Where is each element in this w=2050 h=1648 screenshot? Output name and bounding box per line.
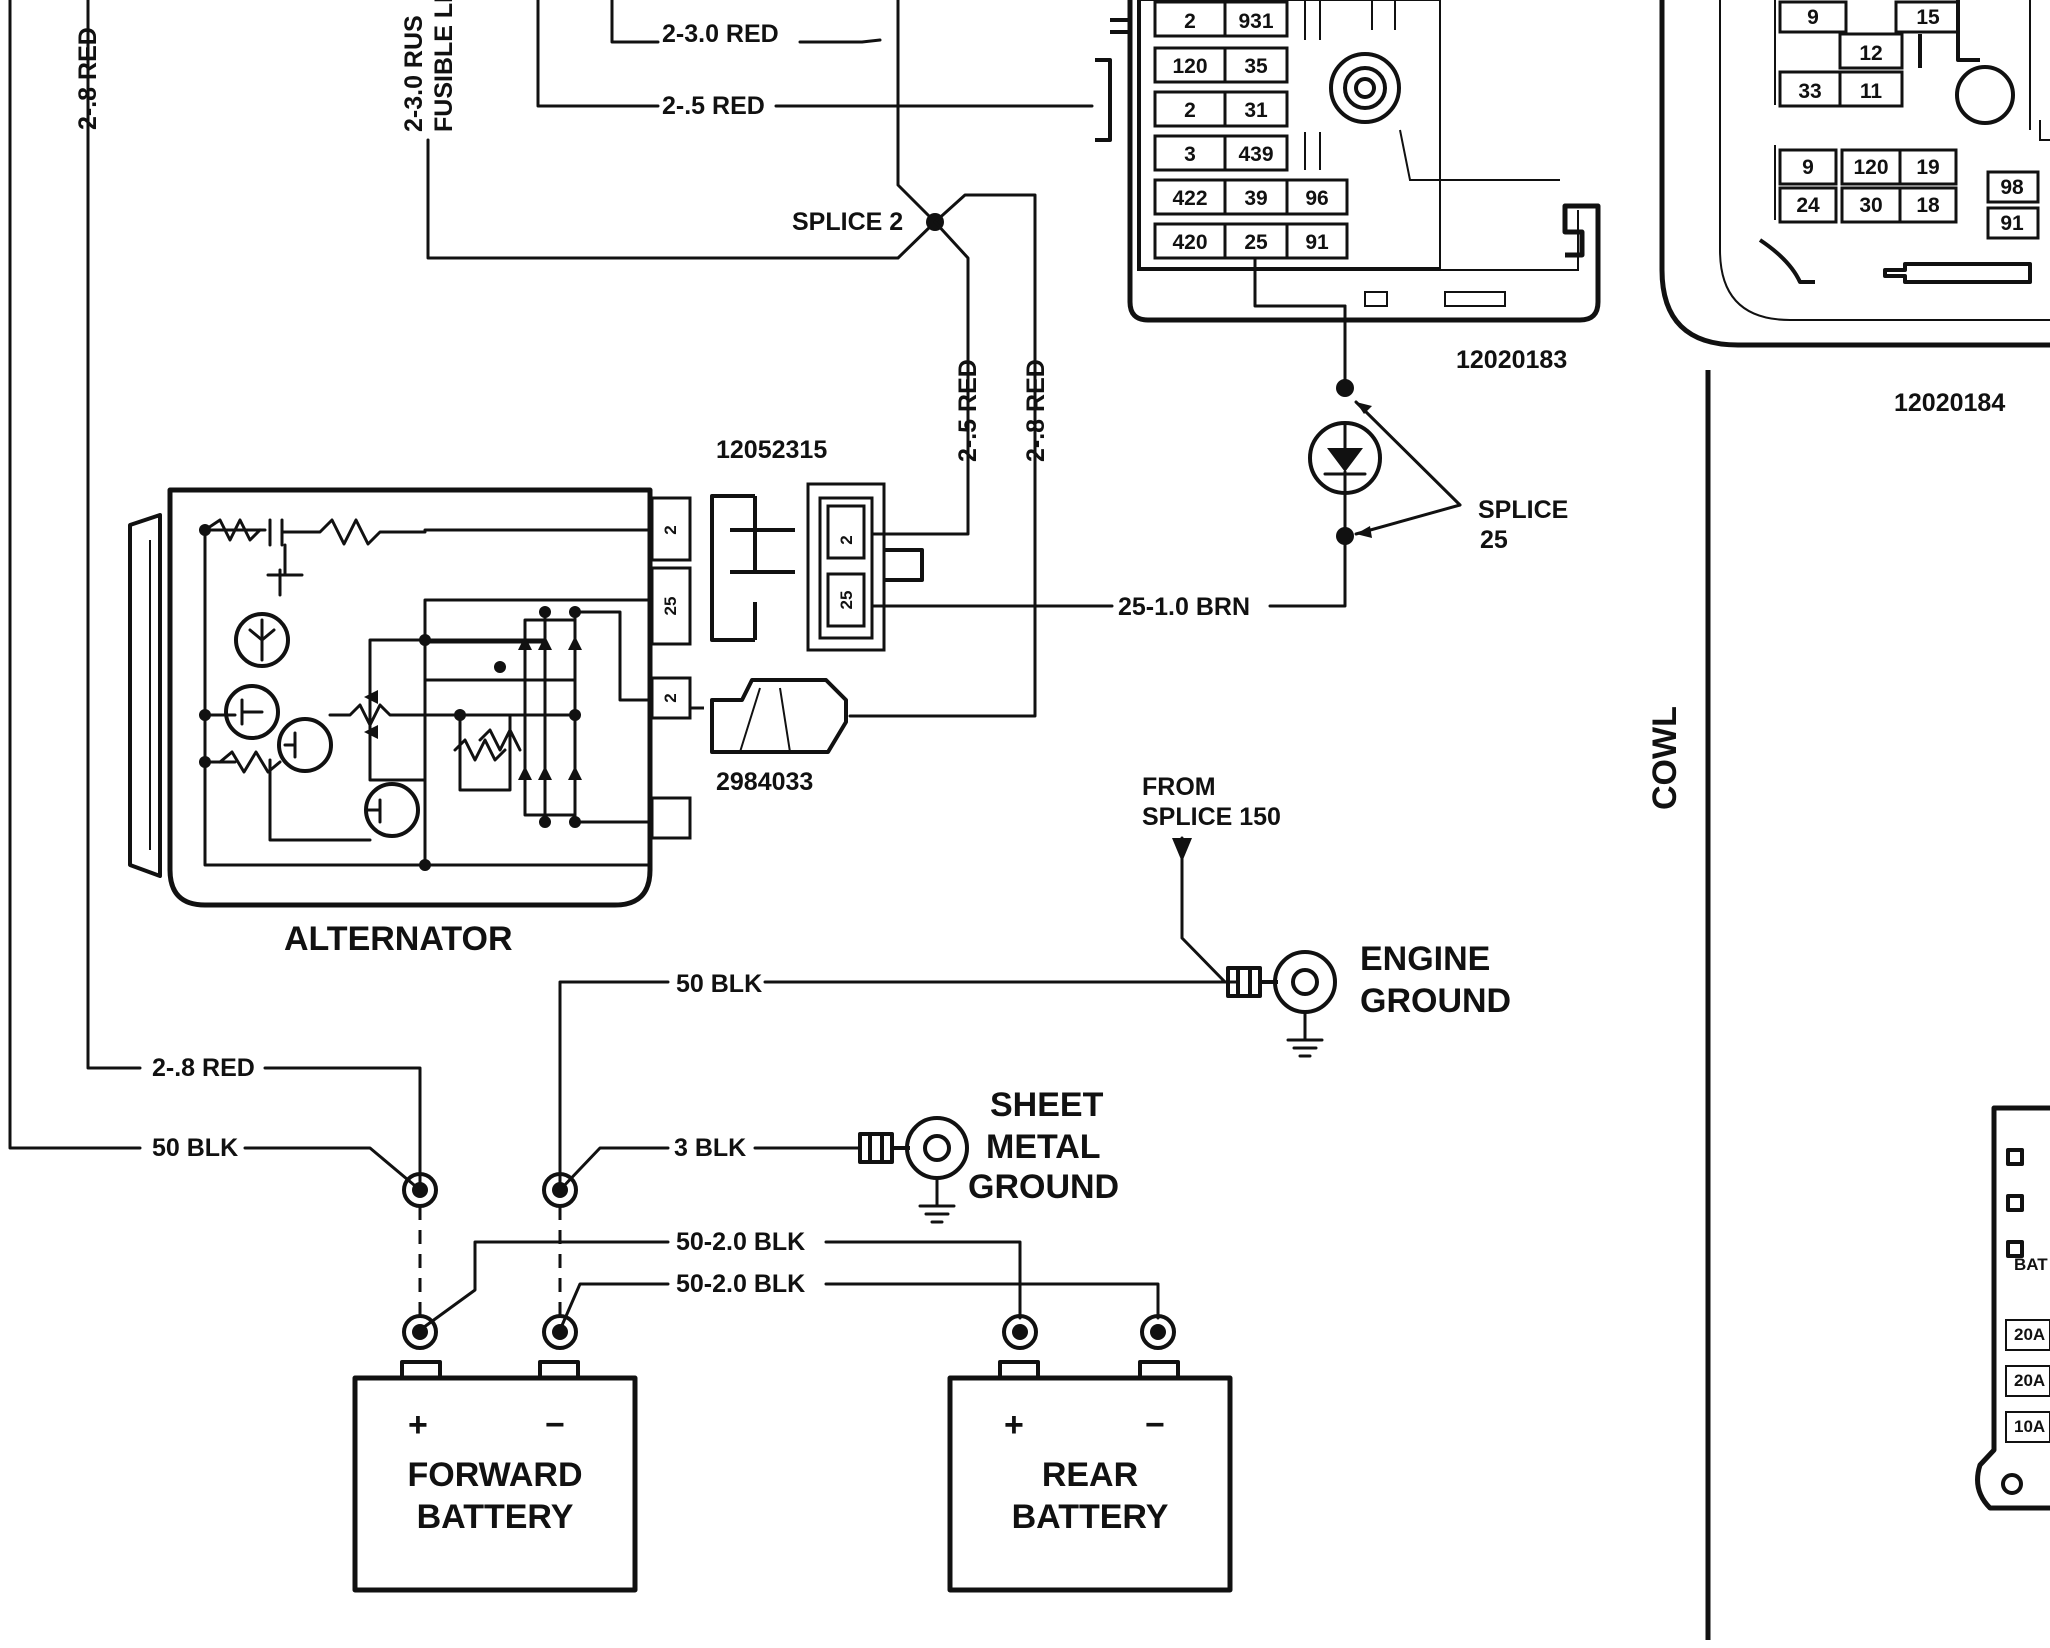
fuse-block-12020183: 2 931 120 35 2 31 3 439 422 39 96 420 2 bbox=[1095, 0, 1601, 374]
alt-pin-25: 25 bbox=[661, 597, 680, 616]
fuse-panel-label-bat: BAT bbox=[2014, 1255, 2048, 1274]
splice-25-label-1: SPLICE bbox=[1478, 496, 1568, 524]
fuse-panel-partial: BAT 20A 20A 10A bbox=[1975, 1105, 2050, 1511]
forward-battery-label-2: BATTERY bbox=[417, 1498, 574, 1536]
fusible-link-wires: 2-3.0 RUS FUSIBLE LI 2-3.0 RED 2-.5 RED bbox=[400, 0, 1094, 260]
forward-battery-plus: + bbox=[408, 1406, 428, 1444]
rear-battery-plus: + bbox=[1004, 1406, 1024, 1444]
fuse-cell: 2 bbox=[1184, 10, 1196, 33]
part-number-12052315: 12052315 bbox=[716, 436, 827, 464]
alternator: 2 25 2 bbox=[128, 487, 692, 958]
fuse-cell: 11 bbox=[1860, 80, 1883, 103]
wire-label-2-5-red-vertical: 2-.5 RED bbox=[954, 359, 982, 462]
wire-label-left-vertical: 2-.8 RED bbox=[74, 27, 102, 130]
fusible-link-label-2: FUSIBLE LI bbox=[430, 0, 458, 132]
rear-battery-minus: − bbox=[1145, 1406, 1165, 1444]
from-label-2: SPLICE 150 bbox=[1142, 803, 1281, 831]
sheet-metal-label-2: METAL bbox=[986, 1128, 1101, 1166]
fuse-cell: 120 bbox=[1853, 156, 1888, 179]
wire-label-2-5-red-top: 2-.5 RED bbox=[662, 92, 765, 120]
fuse-cell: 96 bbox=[1305, 187, 1328, 210]
fuse-cell: 9 bbox=[1802, 156, 1814, 179]
engine-ground-label-2: GROUND bbox=[1360, 982, 1511, 1020]
fuse-cell: 18 bbox=[1916, 194, 1940, 217]
rear-battery-label-2: BATTERY bbox=[1012, 1498, 1169, 1536]
wire-label-50-blk-left: 50 BLK bbox=[152, 1134, 238, 1162]
fuse-cell: 35 bbox=[1244, 55, 1268, 78]
forward-battery: + − FORWARD BATTERY bbox=[352, 1360, 638, 1593]
fuse-cell: 12 bbox=[1859, 42, 1882, 65]
wire-label-2-8-red-vertical: 2-.8 RED bbox=[1022, 359, 1050, 462]
wire-label-2-3-0-red: 2-3.0 RED bbox=[662, 20, 779, 48]
cowl-label: COWL bbox=[1646, 706, 1684, 810]
fuse-cell: 3 bbox=[1184, 143, 1196, 166]
alternator-label: ALTERNATOR bbox=[284, 920, 513, 958]
fuse-cell: 91 bbox=[1305, 231, 1329, 254]
fuse-cell: 91 bbox=[2000, 212, 2024, 235]
fuse-panel-label-10a: 10A bbox=[2014, 1417, 2045, 1436]
sheet-metal-label-3: GROUND bbox=[968, 1168, 1119, 1206]
alt-pin-2-bottom: 2 bbox=[661, 693, 680, 702]
conn-pin-2: 2 bbox=[837, 535, 856, 544]
conn-pin-25: 25 bbox=[837, 591, 856, 610]
fuse-cell: 15 bbox=[1916, 6, 1940, 29]
fuse-cell: 30 bbox=[1859, 194, 1882, 217]
wire-label-50-2-0-blk-top: 50-2.0 BLK bbox=[676, 1228, 805, 1256]
wire-label-2-8-red-bottom: 2-.8 RED bbox=[152, 1054, 255, 1082]
wire-label-25-1-0-brn: 25-1.0 BRN bbox=[1118, 593, 1250, 621]
fuse-block-1-cells: 2 931 120 35 2 31 3 439 422 39 96 420 2 bbox=[1153, 0, 1349, 260]
fuse-cell: 39 bbox=[1244, 187, 1267, 210]
alt-pin-2-top: 2 bbox=[661, 525, 680, 534]
fusible-link-label-1: 2-3.0 RUS bbox=[400, 15, 428, 132]
wire-label-3-blk: 3 BLK bbox=[674, 1134, 746, 1162]
fuse-cell: 120 bbox=[1172, 55, 1207, 78]
fuse-cell: 19 bbox=[1916, 156, 1939, 179]
forward-battery-label-1: FORWARD bbox=[407, 1456, 582, 1494]
sheet-metal-ground: SHEET METAL GROUND bbox=[753, 1086, 1119, 1224]
fuse-cell: 439 bbox=[1238, 143, 1273, 166]
fuse-cell: 24 bbox=[1796, 194, 1820, 217]
part-number-2984033: 2984033 bbox=[716, 768, 813, 796]
wire-label-50-blk-engine: 50 BLK bbox=[676, 970, 762, 998]
fuse-cell: 31 bbox=[1244, 99, 1268, 122]
from-label-1: FROM bbox=[1142, 773, 1216, 801]
battery-cables: 2-.8 RED 50 BLK 3 BLK 50-2.0 BLK 50-2.0 … bbox=[152, 1054, 1176, 1350]
connector-12052315: 12052315 2 25 bbox=[710, 436, 924, 652]
part-number-12020184: 12020184 bbox=[1894, 389, 2005, 417]
fuse-cell: 420 bbox=[1172, 231, 1207, 254]
splice-25: 25-1.0 BRN SPLICE 25 bbox=[878, 304, 1568, 621]
rear-battery-label-1: REAR bbox=[1042, 1456, 1138, 1494]
fuse-panel-label-20a-2: 20A bbox=[2014, 1371, 2045, 1390]
sheet-metal-label-1: SHEET bbox=[990, 1086, 1104, 1124]
engine-ground: FROM SPLICE 150 ENGINE GROUND 50 BLK bbox=[558, 773, 1511, 1192]
fuse-block-12020184: 9 15 12 33 11 9 120 19 24 30 18 98 91 12… bbox=[1659, 0, 2050, 417]
splice-2: SPLICE 2 2-.5 RED 2-.8 RED bbox=[792, 193, 1050, 718]
fuse-cell: 931 bbox=[1238, 10, 1273, 33]
fuse-cell: 422 bbox=[1172, 187, 1207, 210]
wire-label-50-2-0-blk-bottom: 50-2.0 BLK bbox=[676, 1270, 805, 1298]
part-number-12020183: 12020183 bbox=[1456, 346, 1567, 374]
splice-2-label: SPLICE 2 bbox=[792, 208, 903, 236]
fuse-cell: 98 bbox=[2000, 176, 2024, 199]
splice-25-label-2: 25 bbox=[1480, 526, 1508, 554]
rear-battery: + − REAR BATTERY bbox=[947, 1360, 1233, 1593]
engine-ground-label-1: ENGINE bbox=[1360, 940, 1490, 978]
fuse-cell: 25 bbox=[1244, 231, 1268, 254]
cowl: COWL bbox=[1646, 370, 1711, 1640]
connector-2984033: 2984033 bbox=[690, 678, 848, 796]
fuse-cell: 9 bbox=[1807, 6, 1819, 29]
forward-battery-minus: − bbox=[545, 1406, 565, 1444]
fuse-panel-label-20a-1: 20A bbox=[2014, 1325, 2045, 1344]
fuse-cell: 2 bbox=[1184, 99, 1196, 122]
fuse-cell: 33 bbox=[1798, 80, 1821, 103]
left-feed-wires: 2-.8 RED bbox=[8, 0, 142, 1150]
